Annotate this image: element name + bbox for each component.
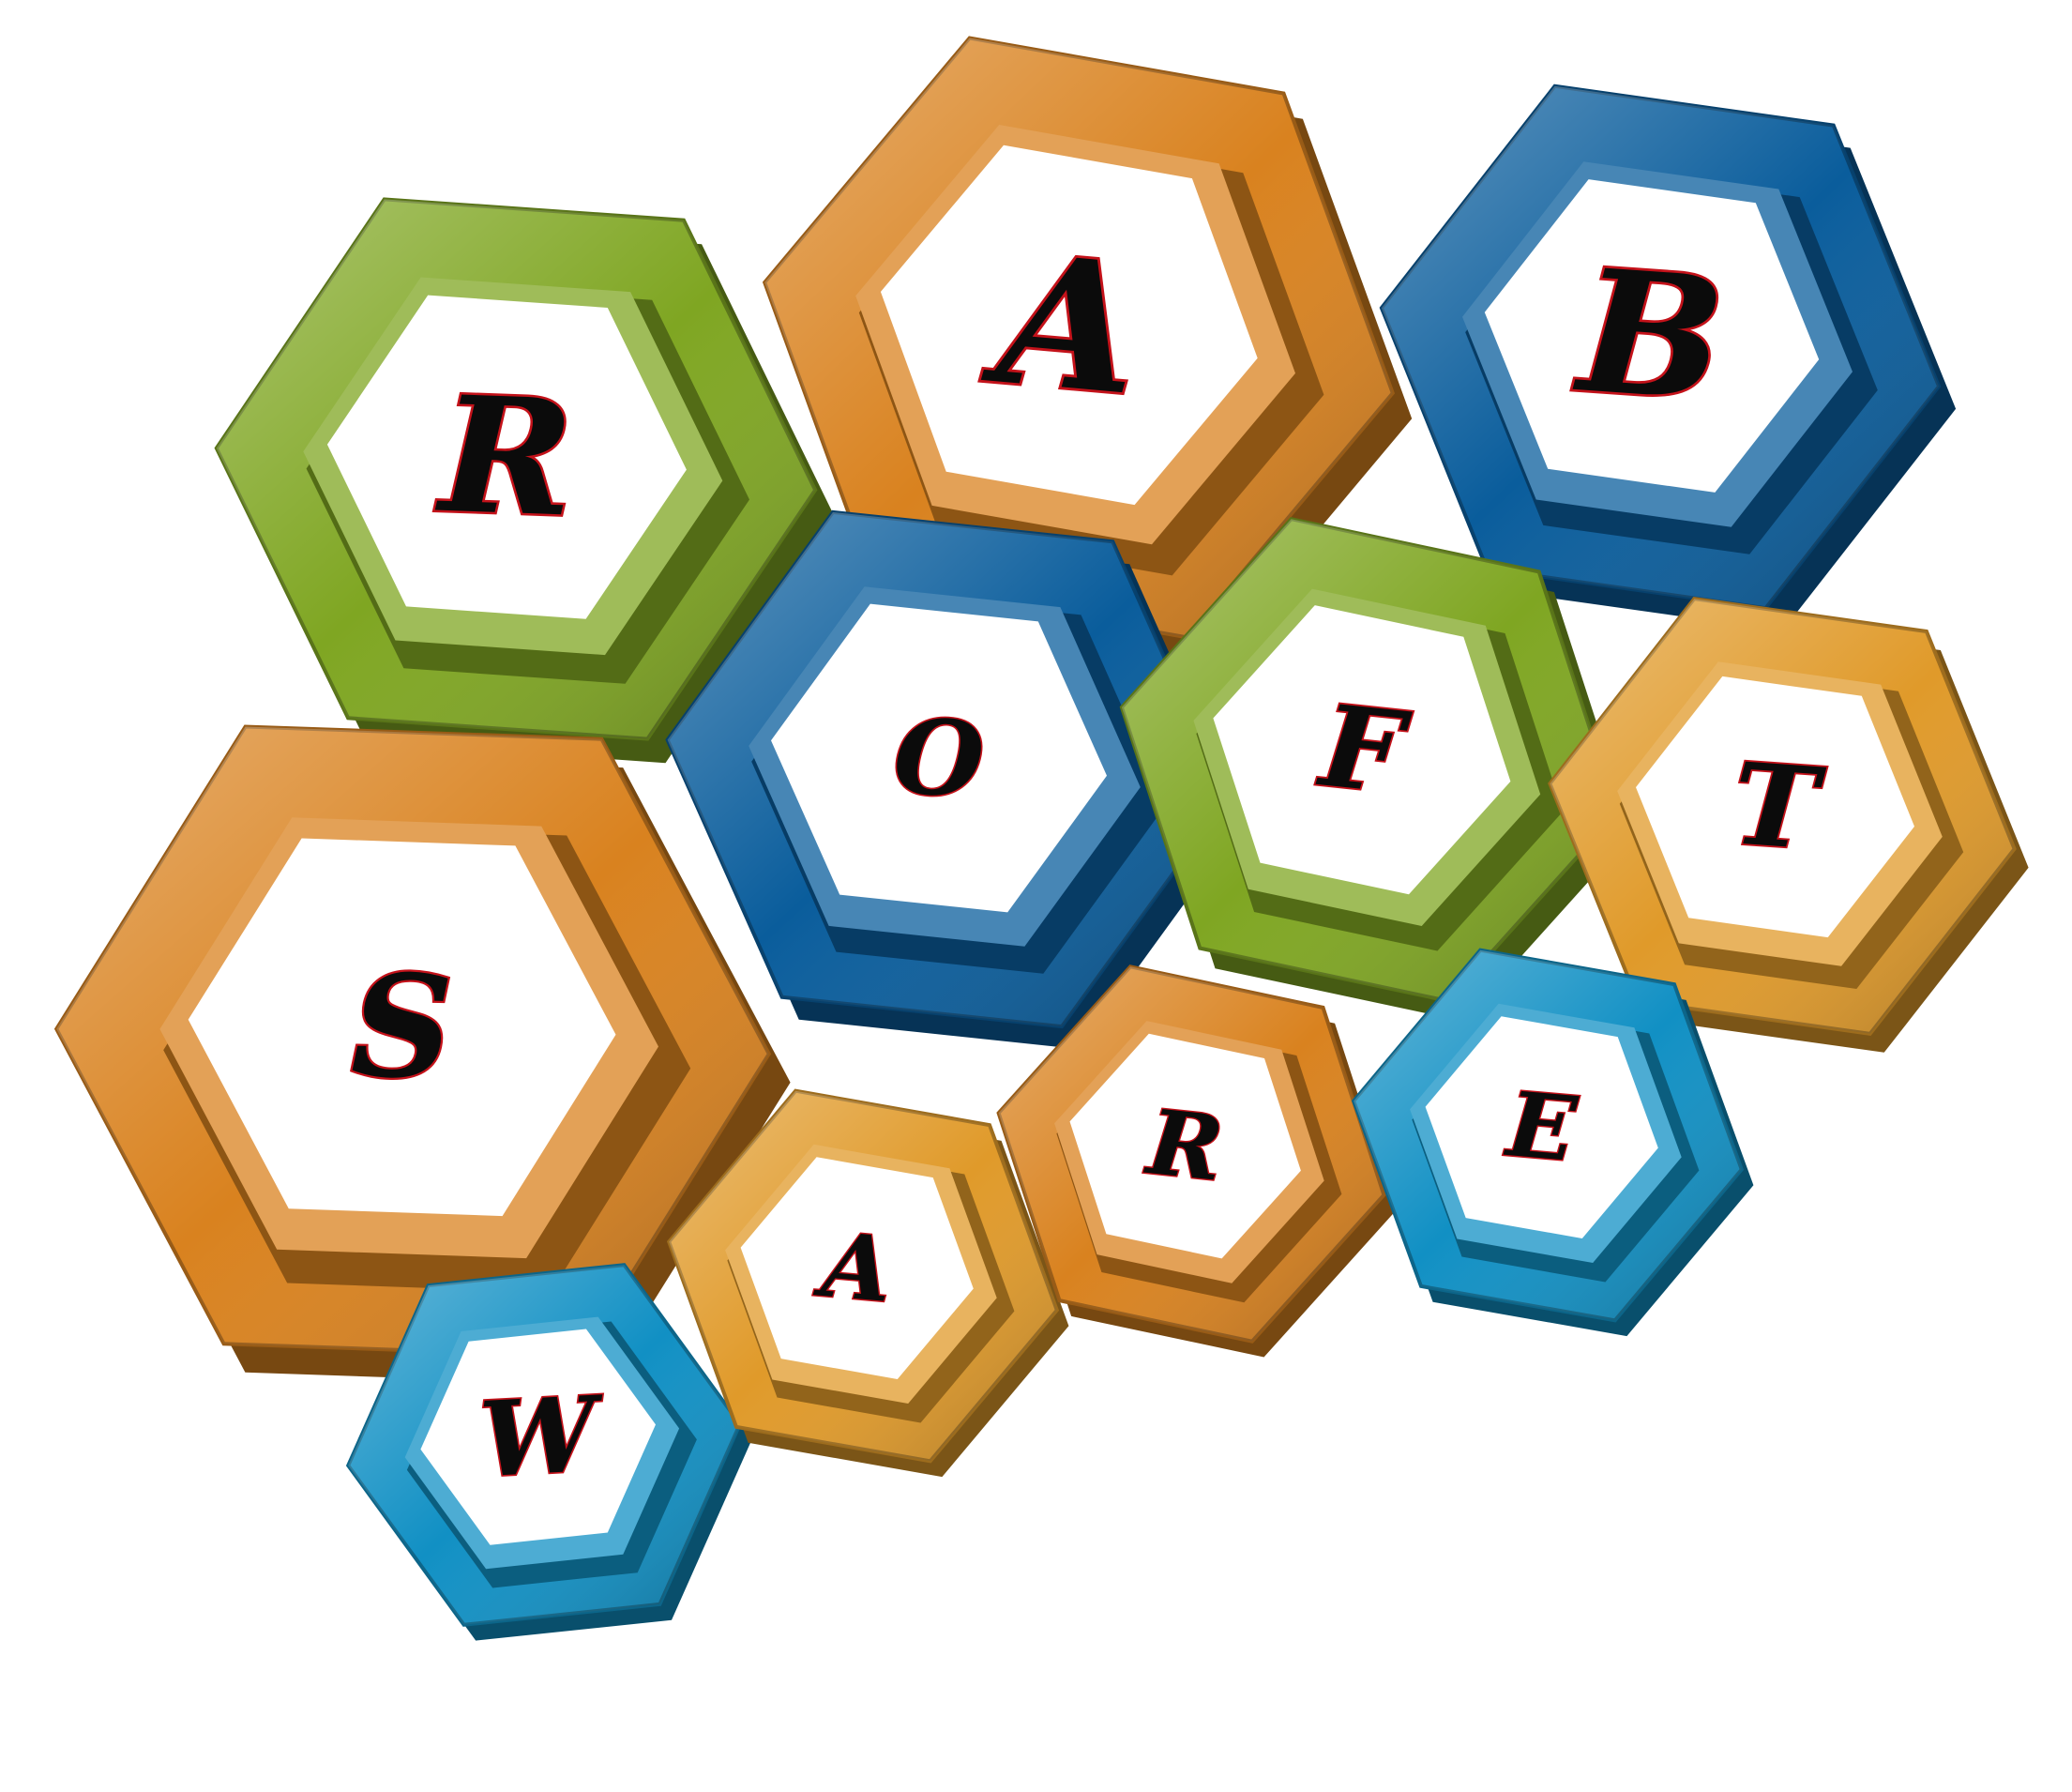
hex-letter-a: A [977,214,1147,435]
hex-window [420,1329,656,1545]
hex-tile-ware-3: R [996,964,1396,1358]
hex-window [1213,605,1511,895]
hex-window [740,1157,974,1379]
hex-letter-b: B [1569,232,1730,439]
hex-tile-soft-4: T [1548,597,2029,1053]
hex-letter-a: A [810,1212,896,1323]
hex-letter-e: E [1501,1072,1581,1182]
hex-tile-ware-1: W [345,1263,752,1641]
hex-tile-rab-1: R [214,197,834,764]
hex-letter-r: R [1141,1090,1228,1202]
hex-letter-w: W [477,1373,609,1500]
hex-window [326,295,687,619]
hex-window [1636,676,1914,938]
hex-window [188,838,616,1217]
hex-letter-o: O [891,695,987,821]
hex-tile-rab-2: A [762,36,1413,663]
hex-tile-soft-1: S [53,724,791,1385]
hex-tile-ware-4: E [1351,948,1754,1337]
hex-window [1484,179,1820,493]
hex-window [771,603,1107,913]
hex-tile-soft-3: F [1119,517,1633,1022]
hex-letter-r: R [433,361,576,554]
hex-tile-soft-2: O [665,509,1245,1050]
hex-tile-ware-2: A [666,1088,1069,1478]
hex-window [1069,1033,1301,1259]
hex-tile-rab-3: B [1379,84,1957,631]
hex-letter-s: S [350,944,454,1111]
hex-window [1425,1016,1658,1238]
hex-letter-t: T [1729,738,1829,876]
hex-window [880,144,1258,506]
